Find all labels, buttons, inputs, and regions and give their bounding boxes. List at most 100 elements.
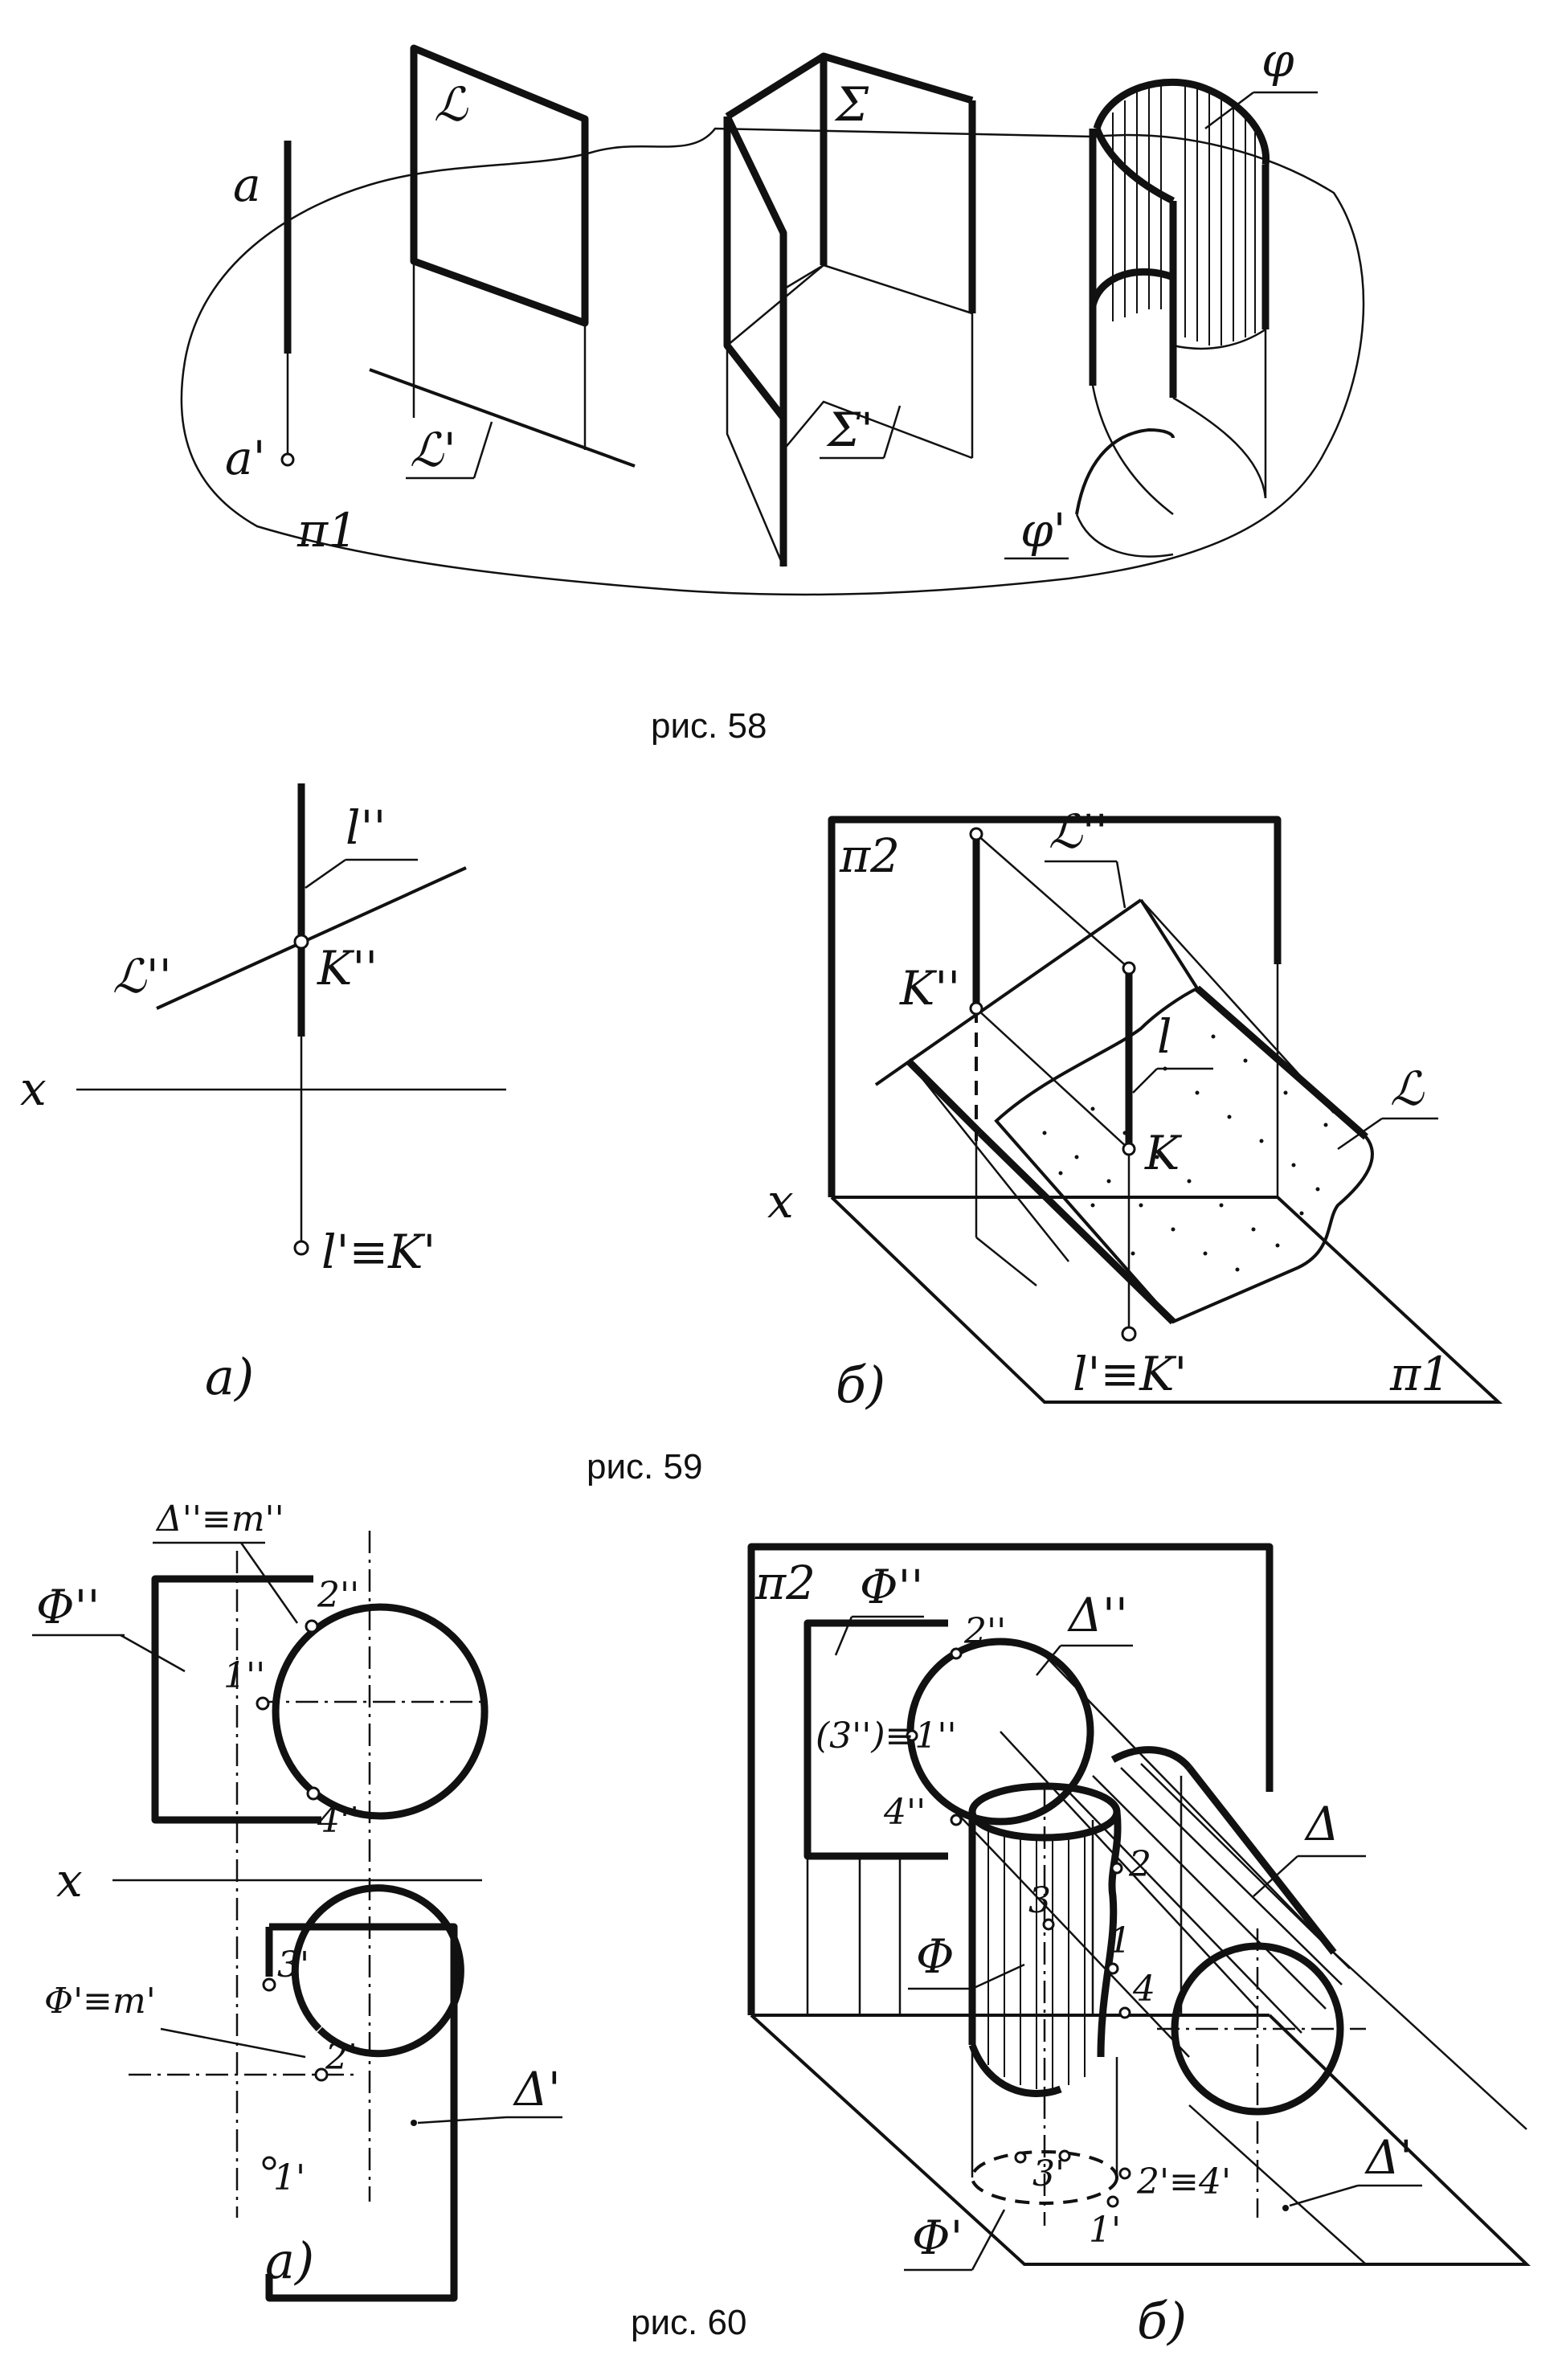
pt-3-top <box>262 1977 276 1992</box>
label-31-front-60b: (3'')≡1'' <box>816 1715 957 1756</box>
pt-1-front-60b <box>906 1729 918 1742</box>
sub-60a: а) <box>265 2231 314 2290</box>
figure-59b: π2 x π1 <box>587 804 1503 1486</box>
label-pi2-59b: π2 <box>839 828 900 883</box>
pt-24-top-60b <box>1118 2167 1131 2180</box>
pt-3-60b <box>1042 1918 1055 1931</box>
label-phi: φ <box>1261 33 1294 88</box>
label-a-proj: a' <box>225 431 266 485</box>
delta-m-front-leader <box>239 1542 299 1624</box>
label-1-front: 1'' <box>223 1655 265 1696</box>
pt-3-top-60b <box>1014 2151 1027 2164</box>
pt-2-top <box>314 2067 329 2082</box>
delta-60b-leader-2 <box>1253 1855 1298 1897</box>
point-k-front-59b <box>969 1001 983 1016</box>
phi-front-leader <box>120 1634 186 1673</box>
plane-pi2-frame <box>828 816 1282 1197</box>
phi-top-60b-leader-2 <box>971 2209 1006 2271</box>
proj-link-5 <box>1140 899 1335 1114</box>
point-l-space-top <box>1122 961 1136 975</box>
label-1-top: 1' <box>273 2157 305 2198</box>
label-4-front: 4'' <box>317 1800 359 1841</box>
point-k-front <box>293 934 309 950</box>
plane-alpha-dots <box>1042 1034 1328 1272</box>
label-phi-60b: Φ <box>916 1929 955 1984</box>
proj-link-3 <box>975 1237 1037 1286</box>
label-24-top-60b: 2'≡4' <box>1136 2161 1231 2202</box>
plane-pi1-frame <box>830 1196 1503 1404</box>
plane-pi1-60b <box>750 2014 1531 2266</box>
figure-58: a a' ℒ ℒ' Σ Σ' <box>180 33 1365 746</box>
pt-4-60b <box>1118 2006 1131 2019</box>
front-phi-rect <box>151 1575 321 1824</box>
pt-2-front-60b <box>950 1647 963 1660</box>
cylinder-phi <box>1075 78 1270 558</box>
figure-60a: Δ''≡m'' Φ'' 2'' 1'' 4'' x 3' Φ'≡m' 2' 1'… <box>32 1499 562 2302</box>
label-pi2-60b: π2 <box>754 1556 816 1610</box>
pt-1-top <box>262 2156 276 2170</box>
label-3-top-60b: 3' <box>1032 2153 1065 2194</box>
l-59b-leader <box>1132 1068 1158 1094</box>
pt-2-front <box>305 1619 319 1634</box>
label-4-front-60b: 4'' <box>883 1792 926 1833</box>
proj-link-4 <box>907 1060 1069 1262</box>
plane-pi1-outline <box>180 127 1365 596</box>
plane-alpha-region <box>994 986 1374 1324</box>
label-alpha-front: ℒ'' <box>112 949 172 1004</box>
pt-4-front <box>306 1786 321 1801</box>
pt-3-top-60b-b <box>1058 2149 1071 2162</box>
caption-fig58: рис. 58 <box>651 706 767 746</box>
caption-fig59: рис. 59 <box>587 1447 702 1486</box>
figure-60b: π2 Φ'' 2'' Δ'' (3'')≡1'' 4'' <box>631 1543 1531 2350</box>
label-phi-front: Φ'' <box>36 1580 100 1634</box>
sub-59b: б) <box>836 1356 885 1414</box>
label-sigma-proj: Σ' <box>826 403 873 457</box>
phi-m-top-leader <box>160 2027 306 2059</box>
proj-link-1 <box>975 833 1130 969</box>
proj-link-2 <box>975 1008 1130 1150</box>
label-phi-top-60b: Φ' <box>912 2210 963 2265</box>
figure-59a: l'' ℒ'' K'' x l'≡K' а) <box>20 783 506 1406</box>
alpha-front-59b-leader-2 <box>1115 861 1126 909</box>
label-phi-front-60b: Φ'' <box>860 1560 923 1614</box>
pt-1-top-60b <box>1106 2195 1119 2208</box>
label-delta-front-60b: Δ'' <box>1067 1588 1128 1642</box>
sub-60b: б) <box>1137 2292 1187 2350</box>
label-pi1: π1 <box>296 503 358 558</box>
cylinder-phi-60b <box>968 1782 1122 2226</box>
label-phi-m-top: Φ'≡m' <box>44 1981 156 2022</box>
alpha-59b-leader-2 <box>1337 1117 1383 1151</box>
pt-1-front <box>256 1696 270 1711</box>
point-top-l-59b <box>969 827 983 841</box>
top-delta-rect <box>265 1923 458 2302</box>
front-phi-rect-60b <box>803 1619 948 1860</box>
sigma-proj-leader-2 <box>882 405 902 459</box>
label-2-front: 2'' <box>317 1575 359 1616</box>
plane-pi2-60b <box>747 1543 1274 2015</box>
label-lk-top-59b: l'≡K' <box>1073 1347 1187 1401</box>
point-a-proj <box>280 452 295 467</box>
label-alpha-front-59b: ℒ'' <box>1049 804 1108 859</box>
label-k-front-59b: K'' <box>899 961 960 1016</box>
front-delta-circle <box>272 1603 489 1820</box>
label-lk-top: l'≡K' <box>321 1225 435 1279</box>
delta-top-leader <box>417 2116 507 2124</box>
top-phi-circle <box>291 1884 464 2058</box>
label-delta-60b: Δ <box>1304 1797 1339 1851</box>
phi-leader-2 <box>1204 92 1254 129</box>
label-k-59b: K <box>1144 1126 1183 1180</box>
pt-4-front-60b <box>950 1814 963 1826</box>
label-3-60b: 3 <box>1028 1880 1051 1921</box>
alpha-edge-thick-back <box>1195 985 1368 1140</box>
pt-delta-top <box>411 2120 417 2126</box>
label-1-60b: 1 <box>1109 1920 1131 1961</box>
pt-delta-top-60b <box>1282 2205 1289 2211</box>
trace-alpha-front <box>156 866 467 1010</box>
label-x-60a: x <box>56 1853 83 1908</box>
delta-top-60b-leader-2 <box>1289 2184 1359 2207</box>
label-sigma: Σ <box>834 77 869 132</box>
label-k-front: K'' <box>317 941 378 996</box>
label-x-59b: x <box>767 1174 794 1229</box>
point-lk-top-59b <box>1121 1326 1137 1342</box>
